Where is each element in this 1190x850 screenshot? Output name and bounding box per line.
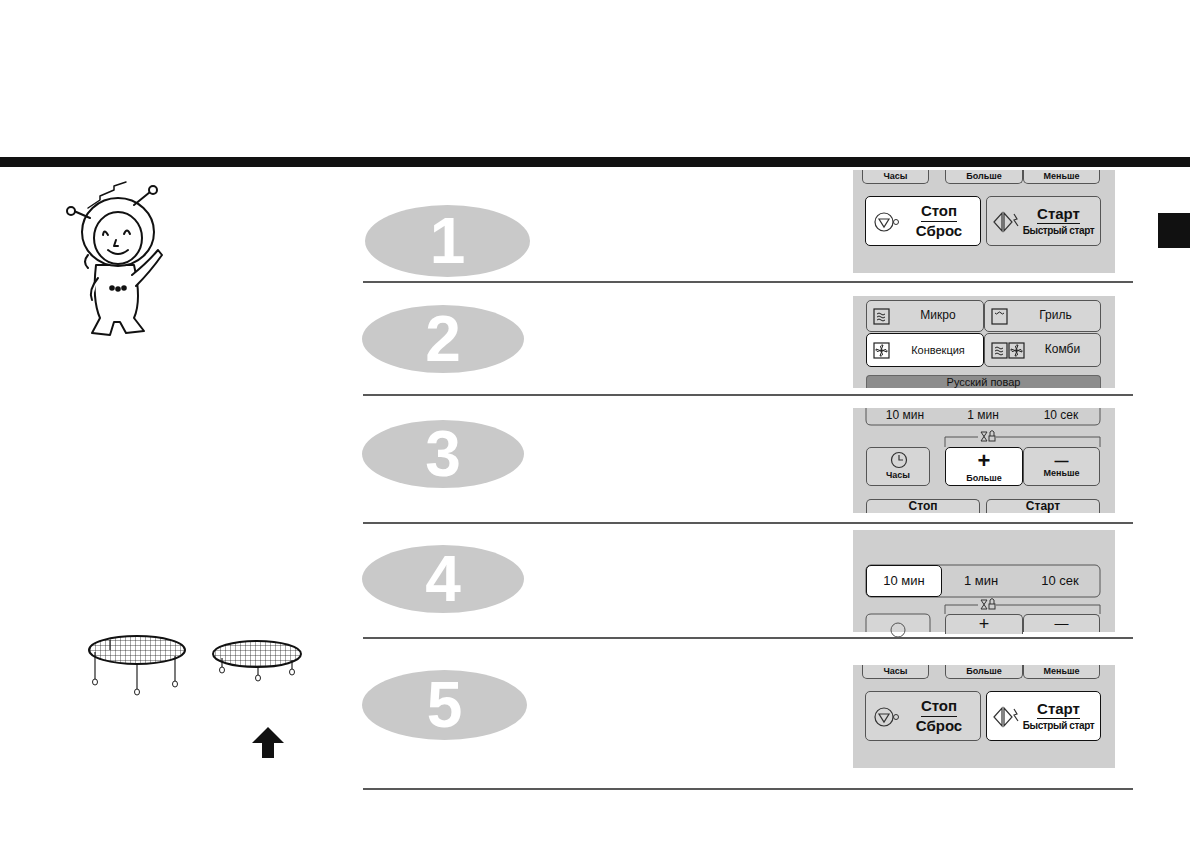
button-label: Комби bbox=[1045, 343, 1080, 356]
button-label: Меньше bbox=[1044, 172, 1080, 182]
clock-button: Часы bbox=[866, 447, 930, 486]
button-label: Часы bbox=[883, 172, 907, 182]
micro-icon bbox=[873, 307, 893, 327]
cut-button: Часы bbox=[862, 665, 929, 679]
time-key: 10 сек bbox=[1022, 408, 1100, 424]
cut-button: Меньше bbox=[1023, 170, 1100, 184]
button-label: — bbox=[1055, 616, 1069, 631]
stop-icon bbox=[870, 702, 900, 732]
button-label: Быстрый старт bbox=[1023, 720, 1094, 731]
button-label: + bbox=[979, 615, 990, 635]
auto-menu-band: Русский повар bbox=[866, 375, 1101, 388]
button-label: Русский повар bbox=[947, 376, 1021, 388]
panel-frames bbox=[866, 408, 1100, 637]
button-label: Больше bbox=[966, 474, 1002, 484]
cut-button: Больше bbox=[945, 665, 1023, 679]
button-label: Старт bbox=[1037, 206, 1080, 225]
less-button: —Меньше bbox=[1023, 447, 1100, 486]
low-rack bbox=[213, 641, 301, 681]
step-digit: 5 bbox=[427, 670, 463, 740]
button-label: Часы bbox=[886, 471, 910, 481]
clock-icon bbox=[889, 450, 909, 470]
grill-icon bbox=[991, 307, 1011, 327]
button-label: Гриль bbox=[1039, 309, 1071, 322]
start-button: СтартБыстрый старт bbox=[986, 196, 1101, 246]
step-number: 3 bbox=[362, 420, 524, 488]
step-separators bbox=[363, 282, 1133, 789]
mode-button: Комби bbox=[984, 333, 1101, 367]
step-number: 5 bbox=[362, 670, 527, 740]
button-label: Конвекция bbox=[911, 344, 965, 356]
mode-button: Микро bbox=[866, 300, 984, 332]
cut-button: Часы bbox=[862, 170, 929, 184]
button-label: Старт bbox=[1037, 701, 1080, 720]
cut-button: Старт bbox=[986, 499, 1100, 513]
button-label: Стоп bbox=[909, 500, 938, 513]
panel-backgrounds bbox=[853, 170, 1115, 768]
button-label: Больше bbox=[966, 667, 1002, 677]
cut-button: Меньше bbox=[1023, 665, 1100, 679]
cut-button: Стоп bbox=[866, 499, 980, 513]
button-label: 10 сек bbox=[1044, 409, 1079, 422]
button-label: Старт bbox=[1026, 500, 1060, 513]
button-label: Стоп bbox=[921, 698, 957, 717]
button-label: Сброс bbox=[916, 223, 962, 240]
step-digit: 2 bbox=[425, 304, 461, 374]
button-label: Больше bbox=[966, 172, 1002, 182]
mode-button: Конвекция bbox=[866, 333, 984, 367]
button-label: + bbox=[978, 449, 991, 473]
button-label: 10 мин bbox=[886, 409, 924, 422]
more-button: +Больше bbox=[945, 447, 1023, 486]
mode-button: Гриль bbox=[984, 300, 1101, 332]
start-button: СтартБыстрый старт bbox=[986, 691, 1101, 741]
time-key: 10 мин bbox=[866, 408, 944, 424]
start-icon bbox=[990, 702, 1020, 732]
step-digit: 3 bbox=[425, 419, 461, 489]
button-label: Меньше bbox=[1044, 667, 1080, 677]
step-number: 2 bbox=[362, 305, 524, 373]
button-label: Часы bbox=[883, 667, 907, 677]
step-digit: 1 bbox=[430, 206, 466, 276]
combi-icon bbox=[991, 341, 1031, 361]
top-bar bbox=[0, 157, 1190, 167]
cut-button: — bbox=[1023, 614, 1100, 632]
button-label: — bbox=[1055, 454, 1069, 469]
up-arrow bbox=[252, 727, 284, 758]
step-number: 4 bbox=[362, 545, 524, 613]
cut-button: + bbox=[945, 614, 1023, 634]
button-label: 10 мин bbox=[883, 574, 924, 588]
button-label: 1 мин bbox=[964, 574, 998, 588]
stop-button: СтопСброс bbox=[865, 691, 981, 741]
stop-icon bbox=[870, 207, 900, 237]
start-icon bbox=[990, 207, 1020, 237]
mascot bbox=[67, 182, 162, 335]
time-key: 10 сек bbox=[1020, 565, 1100, 597]
step-number: 1 bbox=[365, 205, 530, 277]
step-digit: 4 bbox=[425, 544, 461, 614]
button-label: Меньше bbox=[1044, 469, 1080, 479]
button-label: Стоп bbox=[921, 203, 957, 222]
button-label: 10 сек bbox=[1041, 574, 1079, 588]
cut-button: Больше bbox=[945, 170, 1023, 184]
button-label: Микро bbox=[920, 309, 955, 322]
button-label: Сброс bbox=[916, 718, 962, 735]
time-key: 10 мин bbox=[866, 565, 942, 597]
time-key: 1 мин bbox=[942, 565, 1020, 597]
high-rack bbox=[89, 636, 185, 695]
button-label: 1 мин bbox=[967, 409, 999, 422]
fan-icon bbox=[873, 341, 893, 361]
stop-button: СтопСброс bbox=[865, 196, 981, 246]
time-key: 1 мин bbox=[944, 408, 1022, 424]
section-tab bbox=[1158, 213, 1190, 248]
button-label: Быстрый старт bbox=[1023, 225, 1094, 236]
